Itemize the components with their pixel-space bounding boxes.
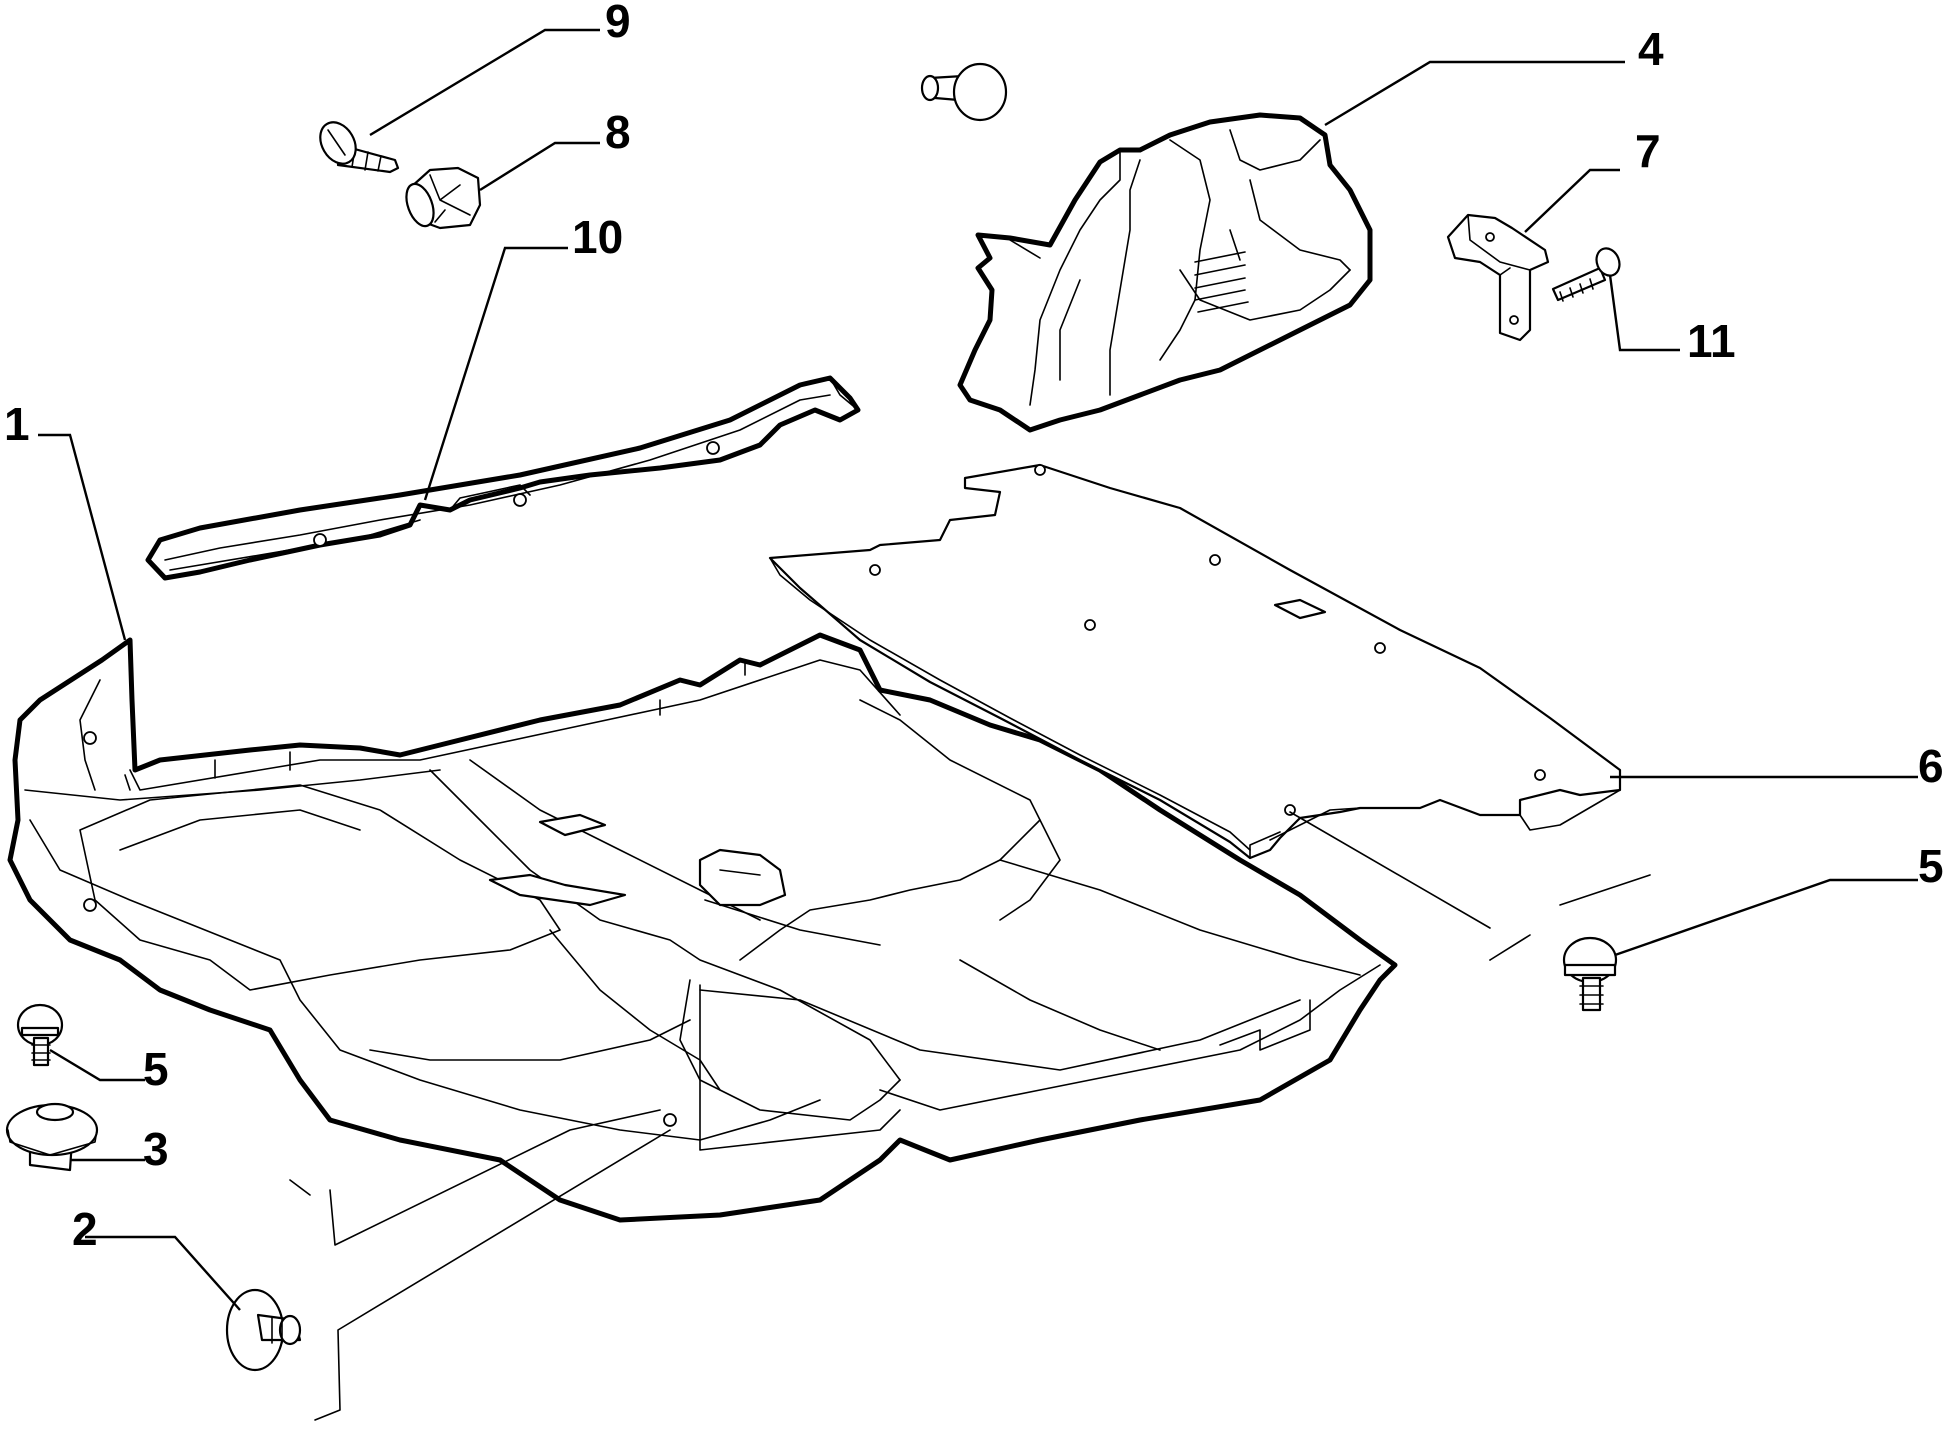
- strip-hole: [706, 441, 720, 455]
- bracket-part-7: [1446, 213, 1550, 342]
- panel-hole: [1534, 769, 1546, 781]
- bracket-hole: [1485, 232, 1495, 242]
- side-panel-part-4: [957, 112, 1373, 433]
- callout-3: 3: [143, 1123, 169, 1175]
- mat-hole: [83, 898, 97, 912]
- callout-1: 1: [4, 398, 30, 450]
- floor-mat-part-1: [7, 632, 1398, 1223]
- callout-10: 10: [572, 211, 623, 263]
- callout-5-left: 5: [143, 1043, 169, 1095]
- strip-hole: [313, 533, 327, 547]
- bracket-hole: [1509, 315, 1519, 325]
- grommet-part-3: [5, 1102, 99, 1172]
- panel-hole: [1209, 554, 1221, 566]
- callout-8: 8: [605, 106, 631, 158]
- panel-hole: [869, 564, 881, 576]
- stud-part-5-right: [1562, 936, 1618, 1012]
- callout-4: 4: [1638, 23, 1664, 75]
- leader-lines: [38, 28, 1918, 1421]
- fastener-part-2: [225, 1288, 302, 1372]
- callout-11: 11: [1687, 315, 1736, 367]
- strip-hole: [513, 493, 527, 507]
- trim-strip-part-10: [145, 375, 861, 581]
- screw-part-9: [319, 121, 400, 174]
- panel-hole: [1084, 619, 1096, 631]
- clip-part-8: [405, 166, 482, 230]
- callout-7: 7: [1635, 125, 1661, 177]
- mat-hole: [663, 1113, 677, 1127]
- panel-hole: [1034, 464, 1046, 476]
- callout-5-right: 5: [1918, 840, 1944, 892]
- panel-part-6: [768, 463, 1622, 860]
- mat-hole: [83, 731, 97, 745]
- pin-top-unlabeled: [920, 62, 1008, 122]
- panel-hole: [1284, 804, 1296, 816]
- callout-6: 6: [1918, 740, 1944, 792]
- callout-labels: 1 9 8 10 4 7 11 6 5 5 3 2: [4, 0, 1944, 1255]
- stud-part-5-left: [16, 1003, 64, 1067]
- callout-2: 2: [72, 1203, 98, 1255]
- callout-9: 9: [605, 0, 631, 47]
- panel-hole: [1374, 642, 1386, 654]
- bolt-part-11: [1551, 247, 1621, 302]
